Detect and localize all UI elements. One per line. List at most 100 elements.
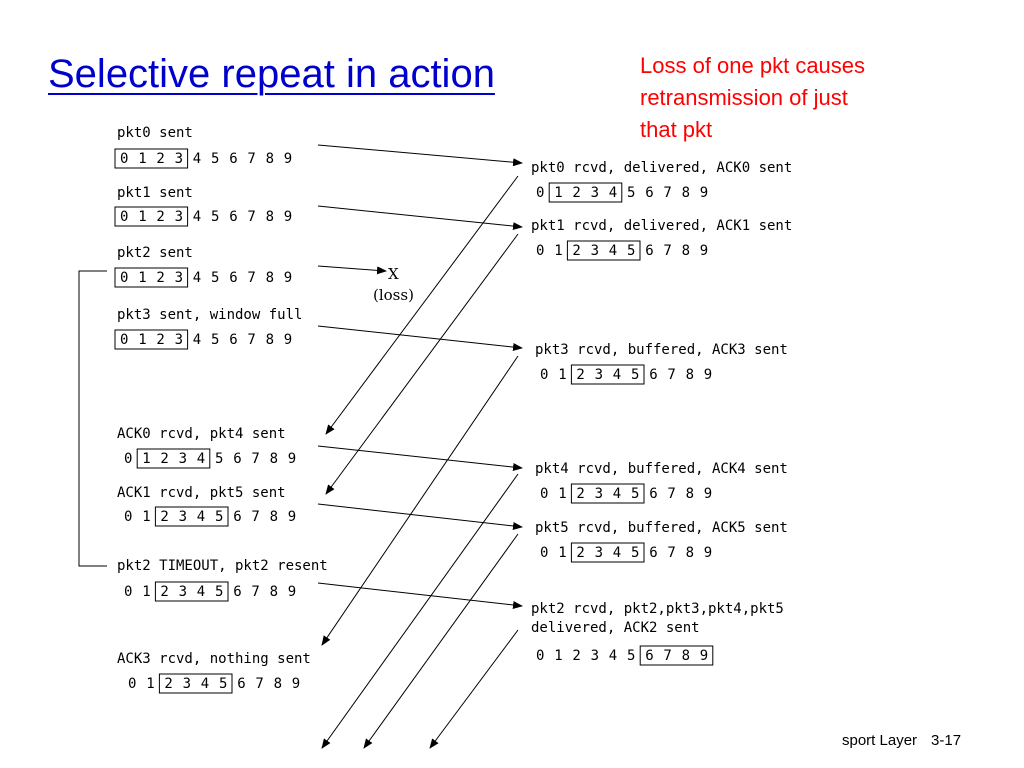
seq-number: 4	[613, 486, 621, 502]
seq-number: 9	[700, 185, 708, 201]
seq-number: 2	[156, 270, 164, 286]
receiver-step-window-box	[570, 483, 645, 504]
seq-number: 7	[247, 209, 255, 225]
seq-number: 5	[211, 151, 219, 167]
seq-number: 6	[237, 676, 245, 692]
seq-number: 3	[175, 209, 183, 225]
seq-number: 4	[193, 332, 201, 348]
seq-number: 2	[160, 509, 168, 525]
seq-number: 5	[627, 243, 635, 259]
seq-number: 6	[233, 451, 241, 467]
receiver-step-label: pkt3 rcvd, buffered, ACK3 sent	[535, 342, 788, 358]
loss-note: Loss of one pkt causes retransmission of…	[640, 50, 970, 146]
seq-number: 4	[613, 545, 621, 561]
seq-number: 6	[649, 486, 657, 502]
sender-step-window-box	[114, 267, 189, 288]
seq-number: 0	[540, 545, 548, 561]
receiver-step-label: pkt1 rcvd, delivered, ACK1 sent	[531, 218, 792, 234]
seq-number: 3	[175, 332, 183, 348]
seq-number: 0	[120, 151, 128, 167]
seq-number: 6	[229, 332, 237, 348]
sender-step-label: pkt2 TIMEOUT, pkt2 resent	[117, 558, 328, 574]
seq-number: 7	[667, 486, 675, 502]
arrow-ack1	[325, 233, 519, 495]
seq-number: 2	[576, 486, 584, 502]
seq-number: 1	[138, 209, 146, 225]
seq-number: 7	[667, 545, 675, 561]
seq-number: 5	[215, 509, 223, 525]
seq-number: 1	[554, 243, 562, 259]
loss-note-line: retransmission of just	[640, 84, 848, 110]
arrow-ack3	[321, 355, 519, 646]
arrow-pkt1	[317, 205, 523, 231]
arrow-ack4	[321, 473, 519, 749]
arrow-pkt4	[317, 445, 523, 472]
seq-number: 1	[554, 648, 562, 664]
seq-number: 1	[558, 486, 566, 502]
seq-number: 9	[704, 367, 712, 383]
receiver-step-label-line2: delivered, ACK2 sent	[531, 620, 700, 636]
seq-number: 9	[288, 584, 296, 600]
seq-number: 2	[576, 367, 584, 383]
timeout-bracket	[78, 270, 107, 567]
seq-number: 7	[247, 270, 255, 286]
receiver-step-window-box	[566, 240, 641, 261]
seq-number: 0	[540, 486, 548, 502]
sender-step-window-box	[114, 329, 189, 350]
seq-number: 8	[270, 509, 278, 525]
seq-number: 0	[536, 648, 544, 664]
seq-number: 0	[124, 584, 132, 600]
loss-x-marker: X	[388, 265, 399, 283]
seq-number: 7	[251, 509, 259, 525]
seq-number: 7	[251, 584, 259, 600]
sender-step-label: ACK3 rcvd, nothing sent	[117, 651, 311, 667]
sender-step-label: ACK0 rcvd, pkt4 sent	[117, 426, 286, 442]
seq-number: 6	[233, 509, 241, 525]
arrow-pkt5	[317, 503, 523, 530]
sender-step-label: ACK1 rcvd, pkt5 sent	[117, 485, 286, 501]
seq-number: 3	[179, 451, 187, 467]
seq-number: 6	[645, 243, 653, 259]
seq-number: 6	[229, 270, 237, 286]
sender-step-window-box	[154, 506, 229, 527]
seq-number: 9	[284, 332, 292, 348]
seq-number: 5	[631, 545, 639, 561]
seq-number: 4	[197, 451, 205, 467]
seq-number: 3	[591, 243, 599, 259]
seq-number: 4	[193, 151, 201, 167]
seq-number: 5	[211, 332, 219, 348]
seq-number: 8	[682, 243, 690, 259]
sender-step-window-box	[114, 148, 189, 169]
seq-number: 1	[138, 270, 146, 286]
seq-number: 7	[247, 151, 255, 167]
seq-number: 0	[120, 332, 128, 348]
sender-step-label: pkt3 sent, window full	[117, 307, 302, 323]
seq-number: 5	[211, 270, 219, 286]
seq-number: 8	[682, 185, 690, 201]
seq-number: 0	[124, 509, 132, 525]
seq-number: 3	[183, 676, 191, 692]
receiver-step-label: pkt5 rcvd, buffered, ACK5 sent	[535, 520, 788, 536]
seq-number: 4	[609, 185, 617, 201]
seq-number: 6	[229, 209, 237, 225]
seq-number: 5	[627, 185, 635, 201]
seq-number: 2	[156, 209, 164, 225]
seq-number: 6	[233, 584, 241, 600]
seq-number: 2	[160, 451, 168, 467]
seq-number: 8	[266, 209, 274, 225]
seq-number: 1	[558, 367, 566, 383]
seq-number: 0	[536, 185, 544, 201]
seq-number: 8	[270, 584, 278, 600]
arrow-ack5	[363, 533, 519, 749]
seq-number: 2	[164, 676, 172, 692]
seq-number: 9	[284, 209, 292, 225]
seq-number: 0	[536, 243, 544, 259]
seq-number: 4	[193, 209, 201, 225]
seq-number: 3	[175, 151, 183, 167]
arrow-pkt2-lost	[317, 265, 387, 275]
arrow-pkt3	[317, 325, 523, 352]
seq-number: 1	[558, 545, 566, 561]
